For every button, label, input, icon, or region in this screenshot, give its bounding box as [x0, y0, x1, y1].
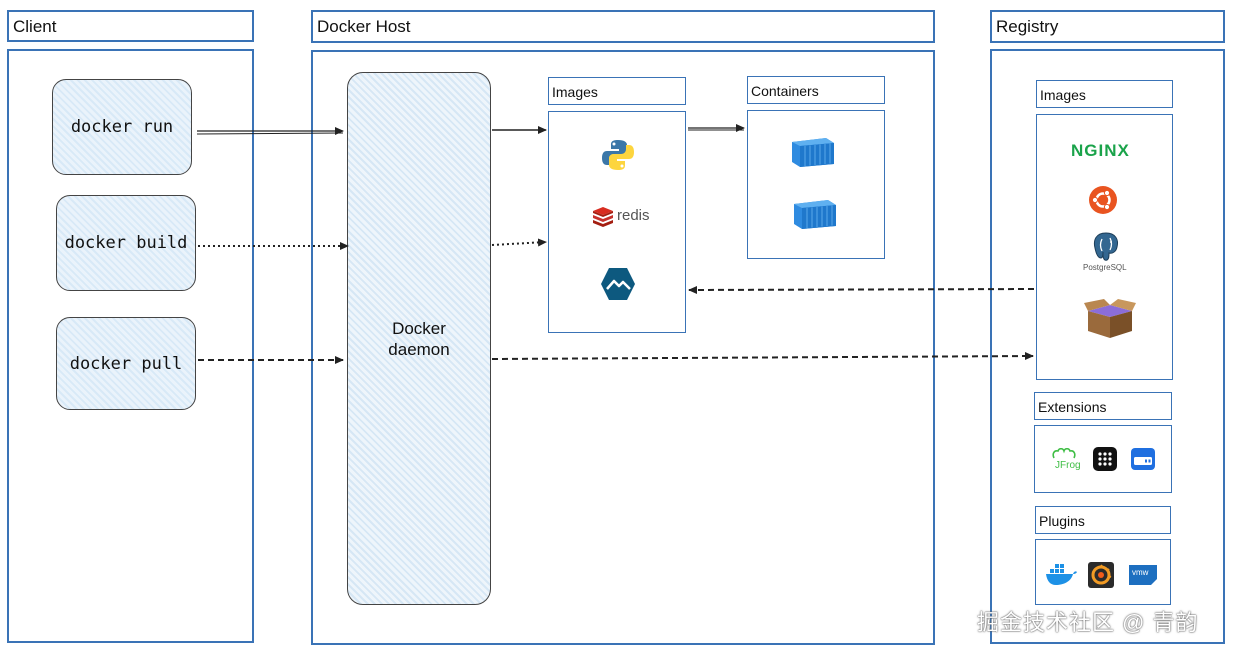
postgresql-label: PostgreSQL [1083, 263, 1127, 272]
arrow-daemon-to-images-build [491, 238, 547, 247]
docker-pull-command[interactable]: docker pull [56, 317, 196, 410]
vmware-label: vmw [1132, 568, 1149, 577]
disk-extension-icon [1131, 448, 1155, 470]
containers-title: Containers [751, 83, 819, 99]
docker-host-title: Docker Host [317, 17, 411, 36]
docker-build-label: docker build [64, 233, 188, 253]
daemon-label-line2: daemon [388, 339, 450, 359]
registry-images-header: Images [1036, 80, 1173, 108]
registry-header: Registry [990, 10, 1225, 43]
client-title: Client [13, 17, 57, 36]
extensions-header: Extensions [1034, 392, 1172, 420]
container-icon-1 [792, 138, 834, 167]
arrow-images-to-containers [688, 124, 745, 132]
redis-label: redis [617, 207, 650, 224]
arrow-daemon-to-registry [491, 352, 1034, 361]
arrow-run-to-daemon [196, 127, 344, 135]
host-images-header: Images [548, 77, 686, 105]
extensions-title: Extensions [1038, 399, 1107, 415]
registry-images-title: Images [1040, 87, 1086, 103]
python-icon [602, 140, 634, 170]
docker-whale-icon [1046, 564, 1077, 585]
containers-box [747, 110, 885, 259]
grid-extension-icon [1093, 447, 1117, 471]
client-header: Client [7, 10, 254, 42]
host-images-title: Images [552, 84, 598, 100]
package-box-icon [1084, 299, 1136, 338]
vmware-icon [1129, 565, 1157, 585]
jfrog-icon [1052, 448, 1076, 459]
redis-icon [593, 207, 613, 227]
jfrog-label: JFrog [1055, 460, 1081, 471]
docker-daemon[interactable]: Docker daemon [347, 72, 491, 605]
docker-build-command[interactable]: docker build [56, 195, 196, 291]
alpine-icon [601, 268, 635, 300]
nginx-logo: NGINX [1071, 141, 1130, 160]
plugins-header: Plugins [1035, 506, 1171, 534]
watermark: 掘金技术社区 @ 青韵 [977, 610, 1199, 635]
ubuntu-icon [1089, 186, 1117, 214]
docker-pull-label: docker pull [69, 353, 183, 374]
plugins-title: Plugins [1039, 513, 1085, 529]
docker-host-header: Docker Host [311, 10, 935, 43]
containers-header: Containers [747, 76, 885, 104]
postgresql-icon [1093, 232, 1118, 261]
grafana-icon [1088, 562, 1114, 588]
container-icon-2 [794, 200, 836, 229]
docker-run-command[interactable]: docker run [52, 79, 192, 175]
docker-run-label: docker run [70, 117, 174, 137]
daemon-label-line1: Docker [392, 318, 446, 338]
arrow-registry-to-images [688, 285, 1035, 294]
registry-title: Registry [996, 17, 1059, 36]
